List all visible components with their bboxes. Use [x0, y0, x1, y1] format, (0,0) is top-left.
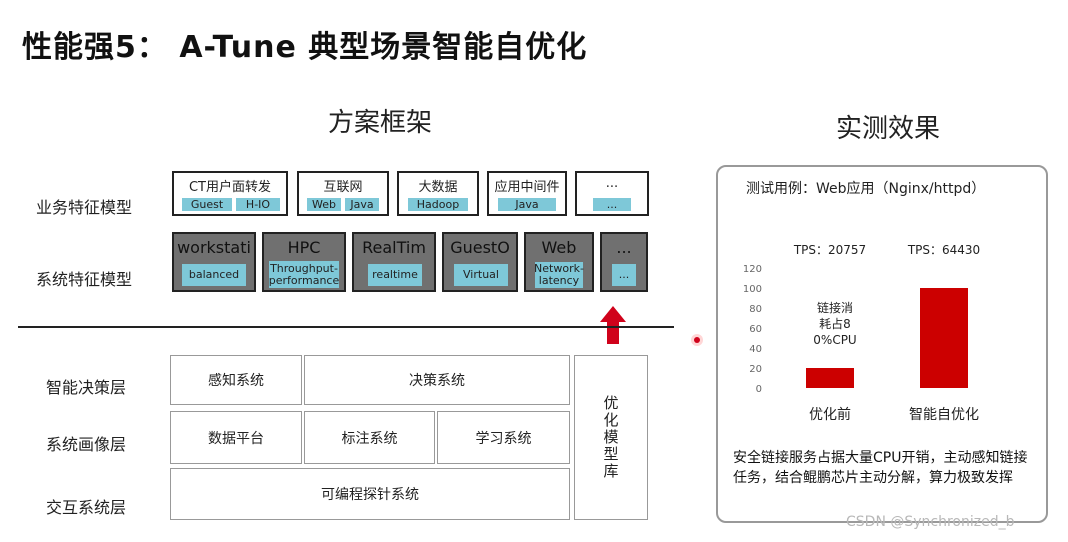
system-box-realtime: RealTim realtime — [352, 232, 436, 292]
row-label-decision: 智能决策层 — [46, 378, 127, 397]
system-tag: balanced — [182, 264, 246, 286]
system-box-web: Web Network-latency — [524, 232, 594, 292]
business-box-name: CT用户面转发 — [188, 180, 272, 195]
system-box-name: GuestO — [450, 238, 510, 257]
results-heading: 实测效果 — [836, 114, 941, 144]
y-tick-label: 100 — [743, 284, 762, 295]
red-dot-marker — [691, 334, 703, 346]
business-box-bigdata: 大数据 Hadoop — [397, 171, 479, 216]
row-label-profile: 系统画像层 — [46, 435, 127, 454]
cell-annotation: 标注系统 — [304, 411, 435, 464]
system-box-hpc: HPC Throughput-performance — [262, 232, 346, 292]
system-box-guestos: GuestO Virtual — [442, 232, 518, 292]
business-box-name: 大数据 — [418, 180, 458, 195]
system-box-workstation: workstati balanced — [172, 232, 256, 292]
row-label-interact: 交互系统层 — [46, 498, 127, 517]
x-category-label: 优化前 — [809, 406, 851, 423]
business-box-ct: CT用户面转发 Guest H-IO — [172, 171, 288, 216]
row-label-business: 业务特征模型 — [36, 198, 133, 217]
business-box-internet: 互联网 Web Java — [297, 171, 389, 216]
bar-data-label: TPS：64430 — [907, 243, 980, 257]
business-tag: Java — [498, 198, 556, 211]
system-box-name: Web — [541, 238, 577, 257]
system-box-name: HPC — [287, 238, 321, 257]
x-category-label: 智能自优化 — [909, 407, 979, 423]
business-tag: Java — [345, 198, 379, 211]
system-tag: Throughput-performance — [268, 261, 340, 288]
y-tick-label: 120 — [743, 264, 762, 275]
cell-learning: 学习系统 — [437, 411, 570, 464]
system-box-name: RealTim — [362, 238, 426, 257]
cell-model-library: 优化模型库 — [574, 355, 648, 520]
business-tag: Web — [307, 198, 341, 211]
tps-bar-chart: 0 20 40 60 80 100 120 优化前 TPS：20757 智能自优化 TPS：6443… — [743, 243, 980, 423]
business-box-name: 应用中间件 — [494, 180, 560, 195]
business-box-more: ... ... — [575, 171, 649, 216]
business-tag: Hadoop — [408, 198, 468, 211]
results-summary: 安全链接服务占据大量CPU开销，主动感知链接任务，结合鲲鹏芯片主动分解，算力极致… — [733, 450, 1028, 486]
system-box-more: ... ... — [600, 232, 648, 292]
cell-perception: 感知系统 — [170, 355, 302, 405]
row-label-system: 系统特征模型 — [36, 270, 133, 289]
up-arrow-icon — [600, 306, 626, 344]
system-tag: Virtual — [454, 264, 508, 286]
y-tick-label: 0 — [756, 384, 762, 395]
business-tag: H-IO — [236, 198, 280, 211]
separator-line — [18, 326, 674, 328]
page-title: 性能强5： A-Tune 典型场景智能自优化 — [22, 30, 588, 65]
system-box-name: workstati — [177, 238, 251, 257]
system-box-name: ... — [616, 238, 632, 257]
bar — [920, 288, 968, 388]
cpu-note: 链接消耗占80%CPU — [813, 301, 857, 347]
business-tag: ... — [593, 198, 631, 211]
cell-probe: 可编程探针系统 — [170, 468, 570, 520]
cell-decision: 决策系统 — [304, 355, 570, 405]
system-tag: realtime — [368, 264, 422, 286]
results-panel — [716, 165, 1048, 523]
watermark: CSDN @Synchronized_b — [846, 514, 1015, 530]
y-tick-label: 60 — [749, 324, 762, 335]
cell-data-platform: 数据平台 — [170, 411, 302, 464]
business-tag: Guest — [182, 198, 232, 211]
y-tick-label: 40 — [749, 344, 762, 355]
business-box-name: ... — [605, 176, 619, 191]
system-tag: Network-latency — [534, 262, 584, 288]
business-box-middleware: 应用中间件 Java — [487, 171, 567, 216]
business-box-name: 互联网 — [323, 180, 363, 195]
test-case-label: 测试用例：Web应用（Nginx/httpd） — [746, 181, 986, 197]
y-tick-label: 80 — [749, 304, 762, 315]
framework-heading: 方案框架 — [328, 108, 433, 138]
system-tag: ... — [612, 264, 636, 286]
bar — [806, 368, 854, 388]
bar-data-label: TPS：20757 — [793, 243, 866, 257]
y-tick-label: 20 — [749, 364, 762, 375]
